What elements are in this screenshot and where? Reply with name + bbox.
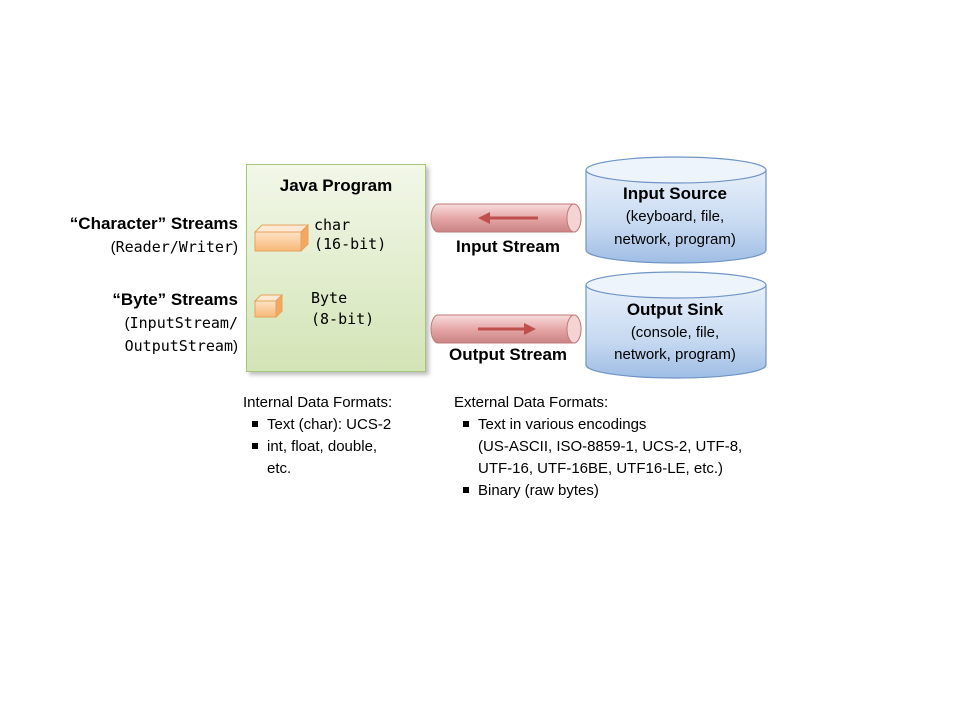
external-formats-heading: External Data Formats: [454, 394, 609, 411]
output-sink-title: Output Sink [626, 300, 724, 319]
output-sink-line2: network, program) [614, 346, 736, 363]
char-label-line2: (16-bit) [314, 235, 387, 253]
internal-formats: Internal Data Formats: Text (char): UCS-… [243, 392, 443, 480]
character-streams-classes: (Reader/Writer) [110, 238, 238, 256]
input-stream-label: Input Stream [456, 237, 560, 256]
list-item: Binary (raw bytes) [454, 480, 794, 502]
character-streams-title: “Character” Streams [69, 214, 238, 233]
external-formats: External Data Formats: Text in various e… [454, 392, 794, 502]
java-program-box: Java Program char (16-bit) Byte (8-bit) [246, 164, 426, 372]
input-stream-pipe [430, 203, 582, 233]
byte-streams-classes-line2: OutputStream) [124, 337, 238, 355]
byte-cube-icon [254, 293, 284, 319]
char-cube-icon [254, 223, 310, 253]
char-label-line1: char [314, 216, 351, 234]
internal-formats-list: Text (char): UCS-2 int, float, double,et… [243, 414, 443, 480]
byte-streams-title: “Byte” Streams [112, 290, 238, 309]
output-sink-cylinder: Output Sink (console, file, network, pro… [585, 271, 767, 381]
external-formats-list: Text in various encodings(US-ASCII, ISO-… [454, 414, 794, 502]
byte-label-line1: Byte [311, 289, 348, 307]
right-arrow-icon [478, 323, 536, 335]
list-item: int, float, double,etc. [243, 436, 443, 480]
input-source-cylinder: Input Source (keyboard, file, network, p… [585, 156, 767, 266]
list-item: Text in various encodings(US-ASCII, ISO-… [454, 414, 794, 480]
output-sink-line1: (console, file, [630, 324, 720, 341]
left-arrow-icon [478, 212, 538, 224]
input-source-line1: (keyboard, file, [625, 208, 725, 225]
byte-streams-classes-line1: (InputStream/ [124, 314, 238, 332]
internal-formats-heading: Internal Data Formats: [243, 394, 393, 411]
output-stream-pipe [430, 314, 582, 344]
list-item: Text (char): UCS-2 [243, 414, 443, 436]
input-source-line2: network, program) [614, 231, 736, 248]
input-source-title: Input Source [623, 184, 727, 203]
java-program-title: Java Program [279, 176, 393, 195]
output-stream-label: Output Stream [448, 345, 568, 364]
byte-label-line2: (8-bit) [311, 310, 375, 328]
